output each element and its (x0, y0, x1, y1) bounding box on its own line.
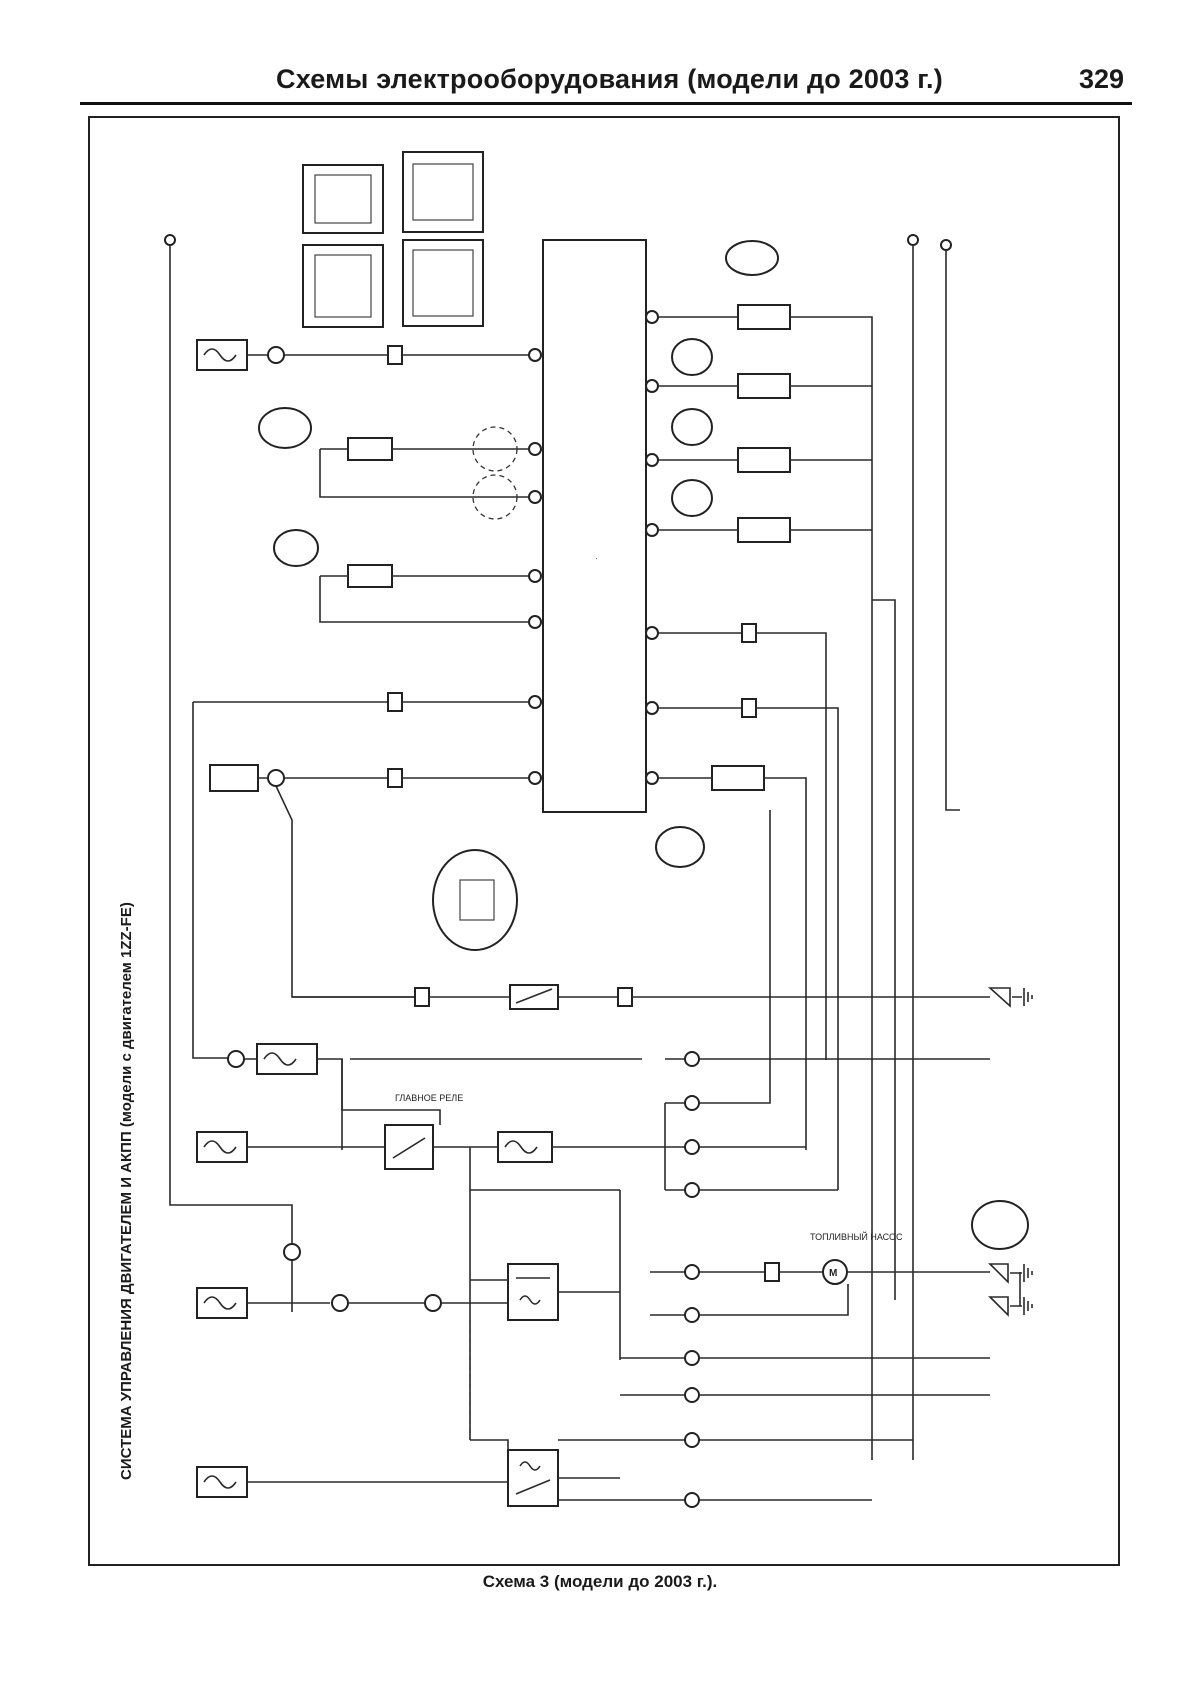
ground-symbols (987, 987, 1033, 1317)
injector-group (645, 240, 873, 1460)
page-title: Схемы электрооборудования (модели до 200… (276, 64, 943, 94)
figure-caption: Схема 3 (модели до 2003 г.). (482, 1572, 718, 1591)
sidebar-title: СИСТЕМА УПРАВЛЕНИЯ ДВИГАТЕЛЕМ И АКПП (мо… (118, 902, 135, 1480)
svg-text:M: M (829, 1268, 837, 1279)
header-rule (80, 102, 1132, 105)
ecu-label: . (589, 557, 599, 560)
diagram-frame (88, 116, 1120, 1566)
connector-thumbnails-top (302, 151, 484, 328)
page-number: 329 (1078, 64, 1124, 94)
main-relay (384, 1124, 434, 1170)
page-header: Схемы электрооборудования (модели до 200… (80, 62, 1132, 105)
ecu-block (542, 239, 647, 813)
main-relay-label: ГЛАВНОЕ РЕЛЕ (395, 1093, 463, 1103)
fuel-pump-label: ТОПЛИВНЫЙ НАСОС (810, 1231, 903, 1242)
